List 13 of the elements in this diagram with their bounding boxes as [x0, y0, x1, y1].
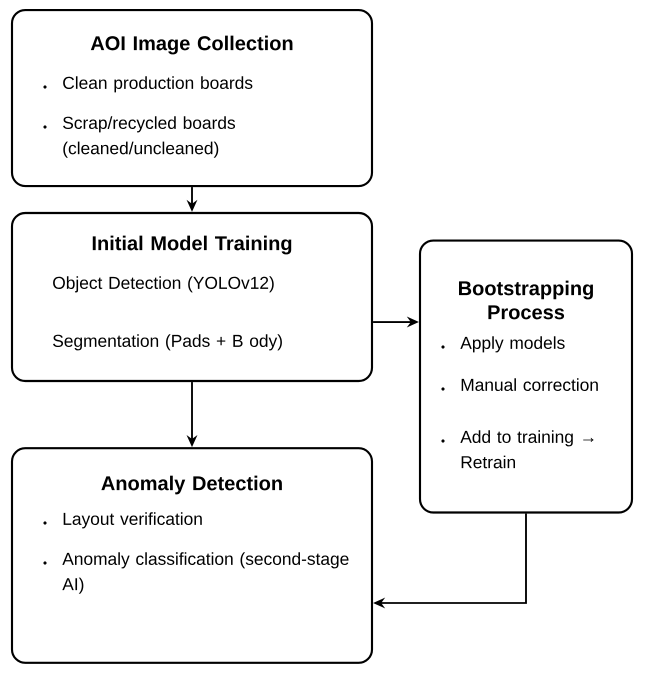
list-item: Apply models: [460, 336, 565, 352]
box-heading: Bootstrapping Process: [459, 280, 593, 320]
list-item: Clean production boards: [63, 76, 252, 92]
box-heading: Initial Model Training: [92, 236, 292, 254]
list-item: Segmentation (Pads + B ody): [53, 334, 282, 350]
list-item: Object Detection (YOLOv12): [53, 276, 274, 292]
list-item: Manual correction: [462, 378, 598, 391]
list-item: Anomaly classification (second-stage AI): [62, 552, 349, 594]
list-item: Add to training → Retrain: [460, 430, 594, 468]
list-item: Layout verification: [64, 512, 202, 528]
box-heading: Anomaly Detection: [101, 476, 282, 494]
box-heading: AOI Image Collection: [90, 36, 292, 54]
list-item: Scrap/recycled boards (cleaned/uncleaned): [63, 116, 236, 158]
